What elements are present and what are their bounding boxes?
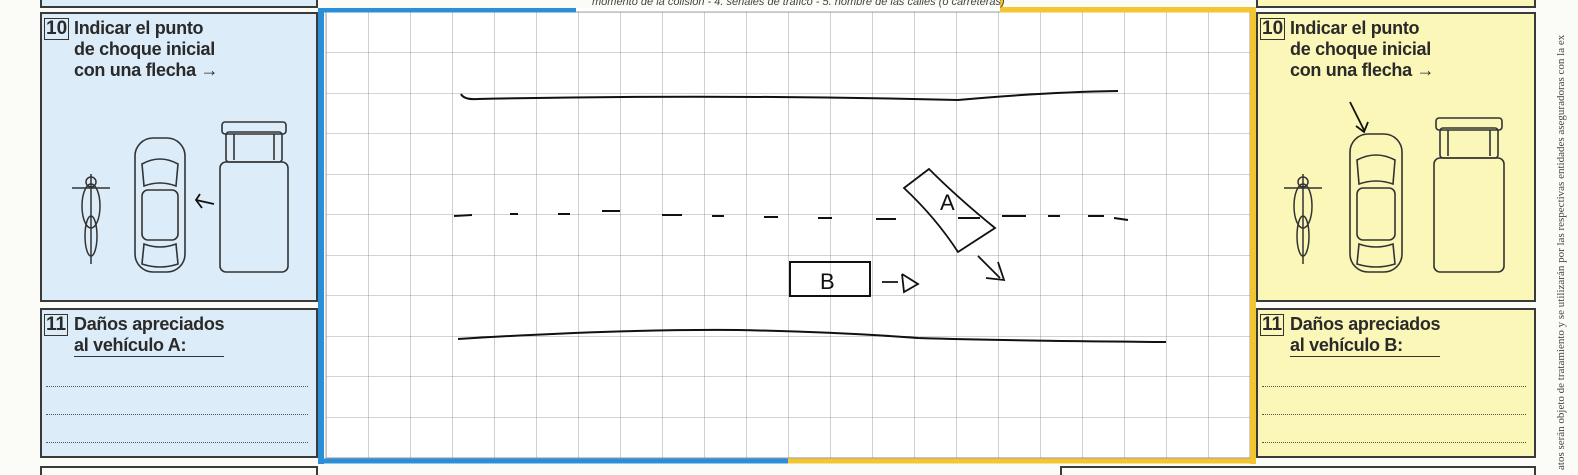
car-icon xyxy=(134,137,186,273)
damage-line-2[interactable] xyxy=(1262,414,1526,415)
privacy-notice-text: atos serán objeto de tratamiento y se ut… xyxy=(1555,34,1567,470)
vehicle-silhouettes xyxy=(1284,101,1505,273)
road-edge-top xyxy=(460,90,1119,102)
vehicle-b-sketch: B xyxy=(789,261,920,297)
section-heading: Daños apreciados al vehículo A: xyxy=(74,314,225,357)
truck-icon xyxy=(219,121,289,273)
damage-line-2[interactable] xyxy=(46,414,308,415)
vehicle-a-damage-panel: 11 Daños apreciados al vehículo A: xyxy=(40,308,318,458)
heading-line-2: al vehículo A: xyxy=(74,335,225,357)
bottom-strip-b xyxy=(1060,466,1536,475)
section-heading: Daños apreciados al vehículo B: xyxy=(1290,314,1441,357)
heading-line-2: de choque inicial xyxy=(1290,39,1431,59)
damage-line-1[interactable] xyxy=(46,386,308,387)
damage-line-1[interactable] xyxy=(1262,386,1526,387)
motorcycle-icon xyxy=(72,174,110,264)
section-heading: Indicar el punto de choque inicial con u… xyxy=(74,18,219,81)
damage-line-3[interactable] xyxy=(46,442,308,443)
truck-icon xyxy=(1433,117,1505,273)
impact-arrow-a xyxy=(194,193,215,209)
heading-line-2: al vehículo B: xyxy=(1290,335,1441,357)
vehicle-a-sketch: A xyxy=(902,167,1006,282)
section-number: 11 xyxy=(44,314,69,336)
heading-line-1: Indicar el punto xyxy=(1290,18,1420,38)
vehicle-b-impact-panel: 10 Indicar el punto de choque inicial co… xyxy=(1256,12,1536,302)
center-lane-dashes xyxy=(453,210,1129,221)
section-number: 10 xyxy=(1260,18,1286,40)
vehicle-silhouettes xyxy=(72,121,289,273)
accident-sketch-area[interactable]: A B xyxy=(318,8,1256,464)
heading-line-3: con una flecha → xyxy=(1290,60,1435,80)
heading-line-1: Daños apreciados xyxy=(1290,314,1441,334)
top-strip-b-right xyxy=(1256,0,1536,8)
road-edge-bottom xyxy=(457,328,1167,343)
vehicle-a-impact-panel: 10 Indicar el punto de choque inicial co… xyxy=(40,12,318,302)
heading-line-1: Daños apreciados xyxy=(74,314,225,334)
sketch-grid xyxy=(325,11,1251,459)
vehicle-b-label: B xyxy=(820,269,835,294)
impact-arrow-b xyxy=(1349,101,1369,134)
heading-line-2: de choque inicial xyxy=(74,39,215,59)
car-icon xyxy=(1349,133,1403,273)
sketch-caption: momento de la colisión - 4. señales de t… xyxy=(592,0,1005,8)
motorcycle-icon xyxy=(1284,174,1322,264)
top-strip-a xyxy=(40,0,318,8)
section-number: 11 xyxy=(1260,314,1285,336)
section-heading: Indicar el punto de choque inicial con u… xyxy=(1290,18,1435,81)
damage-line-3[interactable] xyxy=(1262,442,1526,443)
heading-line-3: con una flecha → xyxy=(74,60,219,80)
vehicle-a-label: A xyxy=(940,190,955,215)
vehicle-b-damage-panel: 11 Daños apreciados al vehículo B: xyxy=(1256,308,1536,458)
bottom-strip-a xyxy=(40,466,318,475)
privacy-side-text: atos serán objeto de tratamiento y se ut… xyxy=(1555,34,1567,470)
heading-line-1: Indicar el punto xyxy=(74,18,204,38)
section-number: 10 xyxy=(44,18,70,40)
